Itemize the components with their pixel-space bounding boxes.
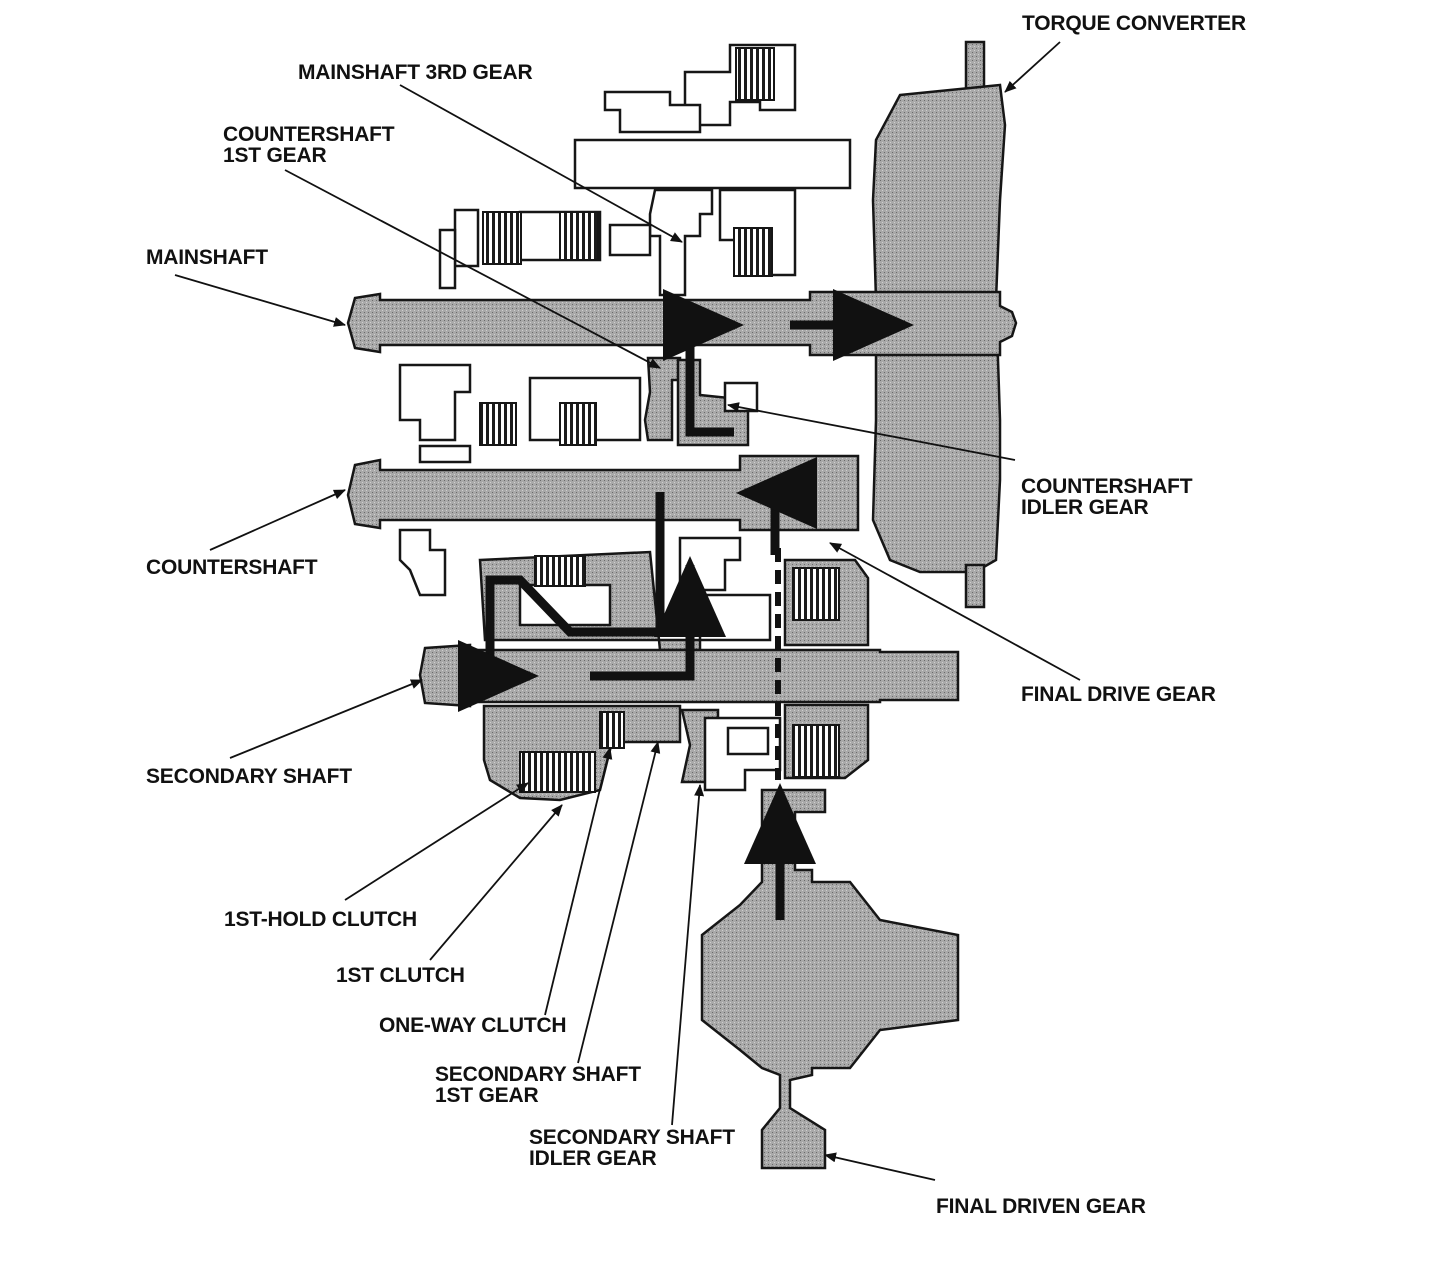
label-final-driven-gear: FINAL DRIVEN GEAR — [936, 1195, 1146, 1218]
label-secondary-shaft-1st-gear-line1: SECONDARY SHAFT — [435, 1063, 641, 1086]
mainshaft-upper-clutch-assembly — [438, 43, 852, 297]
mainshaft — [346, 290, 1018, 357]
label-secondary-shaft-idler-gear-line2: IDLER GEAR — [529, 1147, 657, 1170]
label-countershaft: COUNTERSHAFT — [146, 556, 318, 579]
label-mainshaft: MAINSHAFT — [146, 246, 268, 269]
label-countershaft-idler-gear-line2: IDLER GEAR — [1021, 496, 1149, 519]
label-secondary-shaft-idler-gear-line1: SECONDARY SHAFT — [529, 1126, 735, 1149]
label-countershaft-1st-gear-line1: COUNTERSHAFT — [223, 123, 395, 146]
power-flow-path — [458, 289, 914, 920]
label-secondary-shaft: SECONDARY SHAFT — [146, 765, 352, 788]
label-1st-clutch: 1ST CLUTCH — [336, 964, 465, 987]
label-one-way-clutch: ONE-WAY CLUTCH — [379, 1014, 567, 1037]
label-countershaft-1st-gear-line2: 1ST GEAR — [223, 144, 327, 167]
label-mainshaft-3rd-gear: MAINSHAFT 3RD GEAR — [298, 61, 533, 84]
label-secondary-shaft-1st-gear-line2: 1ST GEAR — [435, 1084, 539, 1107]
label-countershaft-idler-gear-line1: COUNTERSHAFT — [1021, 475, 1193, 498]
middle-gear-cluster — [398, 363, 642, 464]
countershaft-1st-gear-part — [643, 356, 682, 442]
label-torque-converter: TORQUE CONVERTER — [1022, 12, 1246, 35]
countershaft — [346, 454, 860, 532]
final-driven-gear-assembly — [700, 788, 960, 1170]
lower-clutch-packs — [534, 555, 840, 621]
upper-clutch-packs — [482, 47, 775, 277]
lower-clutch-pack-2 — [519, 711, 840, 793]
label-1st-hold-clutch: 1ST-HOLD CLUTCH — [224, 908, 417, 931]
label-final-drive-gear: FINAL DRIVE GEAR — [1021, 683, 1216, 706]
leader-lines — [174, 41, 1081, 1181]
